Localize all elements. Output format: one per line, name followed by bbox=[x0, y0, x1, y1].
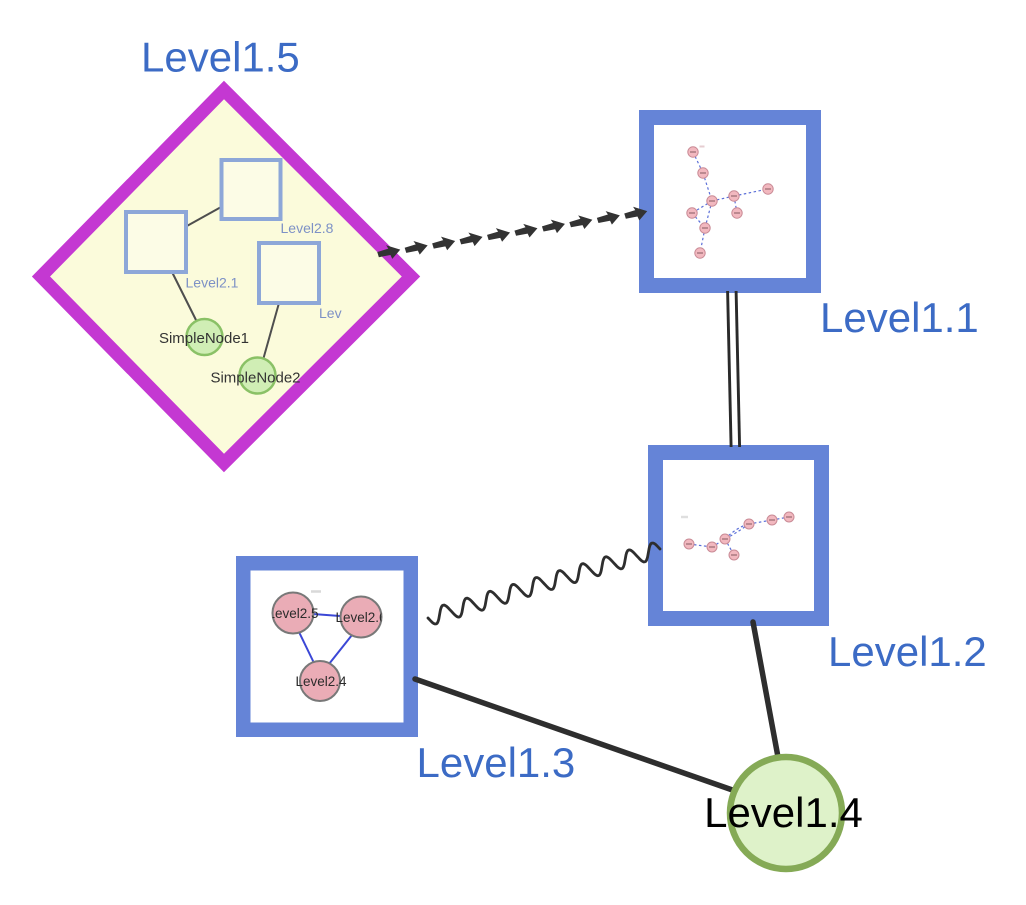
svg-text:Level1.2: Level1.2 bbox=[828, 628, 987, 675]
svg-text:Level1.3: Level1.3 bbox=[417, 739, 576, 786]
svg-text:Level2.1: Level2.1 bbox=[186, 275, 239, 291]
svg-text:Level2.6: Level2.6 bbox=[335, 610, 386, 625]
svg-text:Level2.5: Level2.5 bbox=[267, 606, 318, 621]
svg-text:Level1.4: Level1.4 bbox=[704, 789, 863, 836]
svg-text:Level2.4: Level2.4 bbox=[295, 674, 347, 689]
svg-text:SimpleNode1: SimpleNode1 bbox=[159, 330, 249, 347]
svg-text:SimpleNode2: SimpleNode2 bbox=[210, 370, 300, 387]
svg-text:Level1.1: Level1.1 bbox=[820, 294, 979, 341]
svg-text:Level1.5: Level1.5 bbox=[141, 34, 300, 81]
svg-text:Lev: Lev bbox=[319, 305, 342, 321]
svg-text:Level2.8: Level2.8 bbox=[281, 220, 334, 236]
